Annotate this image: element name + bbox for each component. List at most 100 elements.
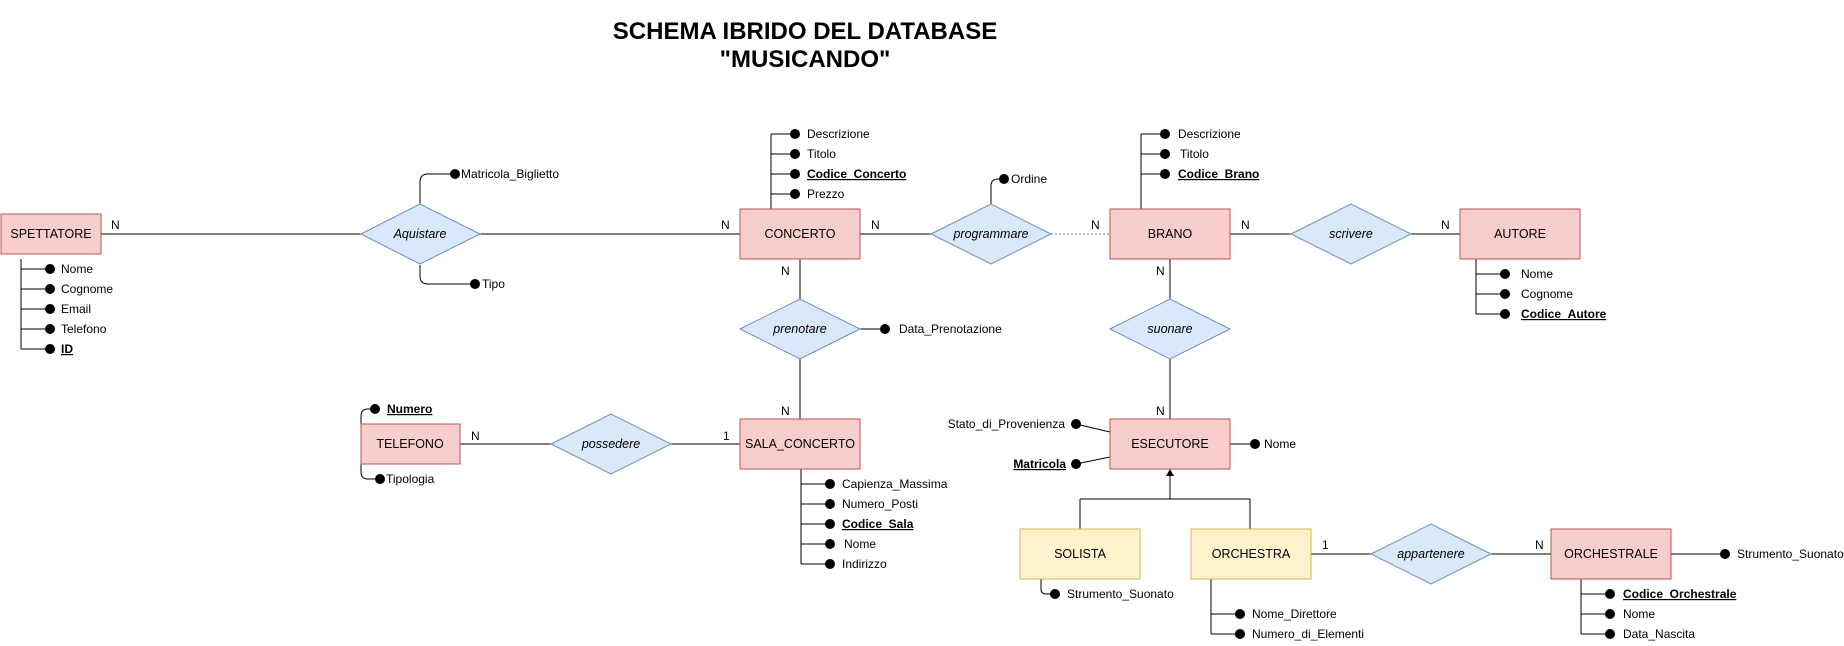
relation-diamond xyxy=(359,203,482,265)
svg-text:Codice_Orchestrale: Codice_Orchestrale xyxy=(1623,587,1737,601)
svg-text:Nome: Nome xyxy=(844,537,876,551)
attribute-codice-autore-key: Codice_Autore xyxy=(1500,307,1607,321)
relation-diamond xyxy=(929,203,1053,265)
entity-box xyxy=(0,213,102,255)
attribute-titolo: Titolo xyxy=(790,147,836,161)
svg-text:Stato_di_Provenienza: Stato_di_Provenienza xyxy=(948,417,1066,431)
entity-label: TELEFONO xyxy=(376,437,444,451)
entity-box xyxy=(1190,528,1312,580)
relation-possedere[interactable]: possedere xyxy=(549,413,673,475)
entity-label: AUTORE xyxy=(1494,227,1546,241)
attribute-tipologia: Tipologia xyxy=(375,472,435,486)
attribute-strumento-suonato: Strumento_Suonato xyxy=(1720,547,1844,561)
svg-text:Titolo: Titolo xyxy=(807,147,836,161)
cardinality-label: N xyxy=(1156,264,1165,278)
svg-text:Cognome: Cognome xyxy=(1521,287,1573,301)
attribute-codice-brano-key: Codice_Brano xyxy=(1160,167,1259,181)
entity-box xyxy=(1109,418,1231,470)
entity-orchestra[interactable]: ORCHESTRA xyxy=(1190,528,1312,580)
attribute-numero-posti: Numero_Posti xyxy=(825,497,918,511)
attribute-nome: Nome xyxy=(1605,607,1655,621)
attribute-tipo: Tipo xyxy=(470,277,505,291)
attributes-orchestra: Nome_Direttore Numero_di_Elementi xyxy=(1235,607,1364,641)
svg-text:Codice_Brano: Codice_Brano xyxy=(1178,167,1259,181)
entity-label: ESECUTORE xyxy=(1131,437,1209,451)
entity-box xyxy=(739,208,861,260)
relation-diamond xyxy=(1108,298,1232,360)
attribute-matricola-key: Matricola xyxy=(1013,457,1081,471)
svg-text:Titolo: Titolo xyxy=(1180,147,1209,161)
entity-box xyxy=(1019,528,1141,580)
entity-label: SPETTATORE xyxy=(10,227,91,241)
relation-label: appartenere xyxy=(1397,547,1464,561)
svg-text:Nome: Nome xyxy=(1264,437,1296,451)
cardinality-label: N xyxy=(1441,218,1450,232)
relation-programmare[interactable]: programmare xyxy=(929,203,1053,265)
svg-text:Ordine: Ordine xyxy=(1011,172,1047,186)
cardinality-label: N xyxy=(781,264,790,278)
attributes-spettatore: Nome Cognome Email Telefono ID xyxy=(45,262,113,356)
svg-text:Matricola: Matricola xyxy=(1013,457,1066,471)
cardinality-label: N xyxy=(721,218,730,232)
entity-label: SOLISTA xyxy=(1054,547,1107,561)
attribute-codice-orchestrale-key: Codice_Orchestrale xyxy=(1605,587,1737,601)
relation-suonare[interactable]: suonare xyxy=(1108,298,1232,360)
attributes-telefono: Numero Tipologia xyxy=(370,402,435,486)
entity-brano[interactable]: BRANO xyxy=(1109,208,1231,260)
attributes-programmare: Ordine xyxy=(999,172,1047,186)
svg-text:Indirizzo: Indirizzo xyxy=(842,557,887,571)
cardinality-label: 1 xyxy=(723,429,730,443)
svg-text:Codice_Autore: Codice_Autore xyxy=(1521,307,1607,321)
svg-text:Strumento_Suonato: Strumento_Suonato xyxy=(1737,547,1844,561)
entity-spettatore[interactable]: SPETTATORE xyxy=(0,213,102,255)
svg-text:Nome: Nome xyxy=(1623,607,1655,621)
svg-text:Data_Prenotazione: Data_Prenotazione xyxy=(899,322,1002,336)
cardinality-label: 1 xyxy=(1322,538,1329,552)
entity-autore[interactable]: AUTORE xyxy=(1459,208,1581,260)
svg-text:Prezzo: Prezzo xyxy=(807,187,845,201)
entity-esecutore[interactable]: ESECUTORE xyxy=(1109,418,1231,470)
relation-label: prenotare xyxy=(772,322,827,336)
entity-sala-concerto[interactable]: SALA_CONCERTO xyxy=(739,418,861,470)
relation-label: scrivere xyxy=(1329,227,1373,241)
attribute-data-nascita: Data_Nascita xyxy=(1605,627,1695,641)
attributes-autore: Nome Cognome Codice_Autore xyxy=(1500,267,1607,321)
attribute-indirizzo: Indirizzo xyxy=(825,557,887,571)
svg-text:Tipologia: Tipologia xyxy=(386,472,435,486)
relation-appartenere[interactable]: appartenere xyxy=(1369,523,1493,585)
entity-orchestrale[interactable]: ORCHESTRALE xyxy=(1550,528,1672,580)
relation-scrivere[interactable]: scrivere xyxy=(1289,203,1413,265)
svg-text:Numero_Posti: Numero_Posti xyxy=(842,497,918,511)
attribute-nome: Nome xyxy=(1500,267,1553,281)
entity-label: ORCHESTRA xyxy=(1212,547,1291,561)
entity-box xyxy=(360,423,461,465)
svg-text:Tipo: Tipo xyxy=(482,277,505,291)
cardinality-label: N xyxy=(471,429,480,443)
svg-text:Capienza_Massima: Capienza_Massima xyxy=(842,477,948,491)
entity-label: BRANO xyxy=(1148,227,1193,241)
attribute-ordine: Ordine xyxy=(999,172,1047,186)
attribute-cognome: Cognome xyxy=(1500,287,1573,301)
svg-text:Nome_Direttore: Nome_Direttore xyxy=(1252,607,1337,621)
attribute-prezzo: Prezzo xyxy=(790,187,845,201)
relation-prenotare[interactable]: prenotare xyxy=(738,298,862,360)
attribute-cognome: Cognome xyxy=(45,282,113,296)
svg-text:ID: ID xyxy=(61,342,73,356)
svg-text:Descrizione: Descrizione xyxy=(807,127,870,141)
entity-telefono[interactable]: TELEFONO xyxy=(360,423,461,465)
entity-solista[interactable]: SOLISTA xyxy=(1019,528,1141,580)
diagram-title-line-1: SCHEMA IBRIDO DEL DATABASE xyxy=(613,18,997,45)
relation-aquistare[interactable]: Aquistare xyxy=(359,203,482,265)
attribute-titolo: Titolo xyxy=(1160,147,1209,161)
cardinality-label: N xyxy=(781,404,790,418)
connection-lines xyxy=(101,233,1551,555)
entity-concerto[interactable]: CONCERTO xyxy=(739,208,861,260)
attribute-capienza-massima: Capienza_Massima xyxy=(825,477,948,491)
entity-label: SALA_CONCERTO xyxy=(745,437,855,451)
entity-label: ORCHESTRALE xyxy=(1564,547,1658,561)
attributes-orchestrale: Strumento_Suonato Codice_Orchestrale Nom… xyxy=(1605,547,1844,641)
attribute-descrizione: Descrizione xyxy=(790,127,870,141)
relation-diamond xyxy=(1289,203,1413,265)
attribute-telefono: Telefono xyxy=(45,322,107,336)
